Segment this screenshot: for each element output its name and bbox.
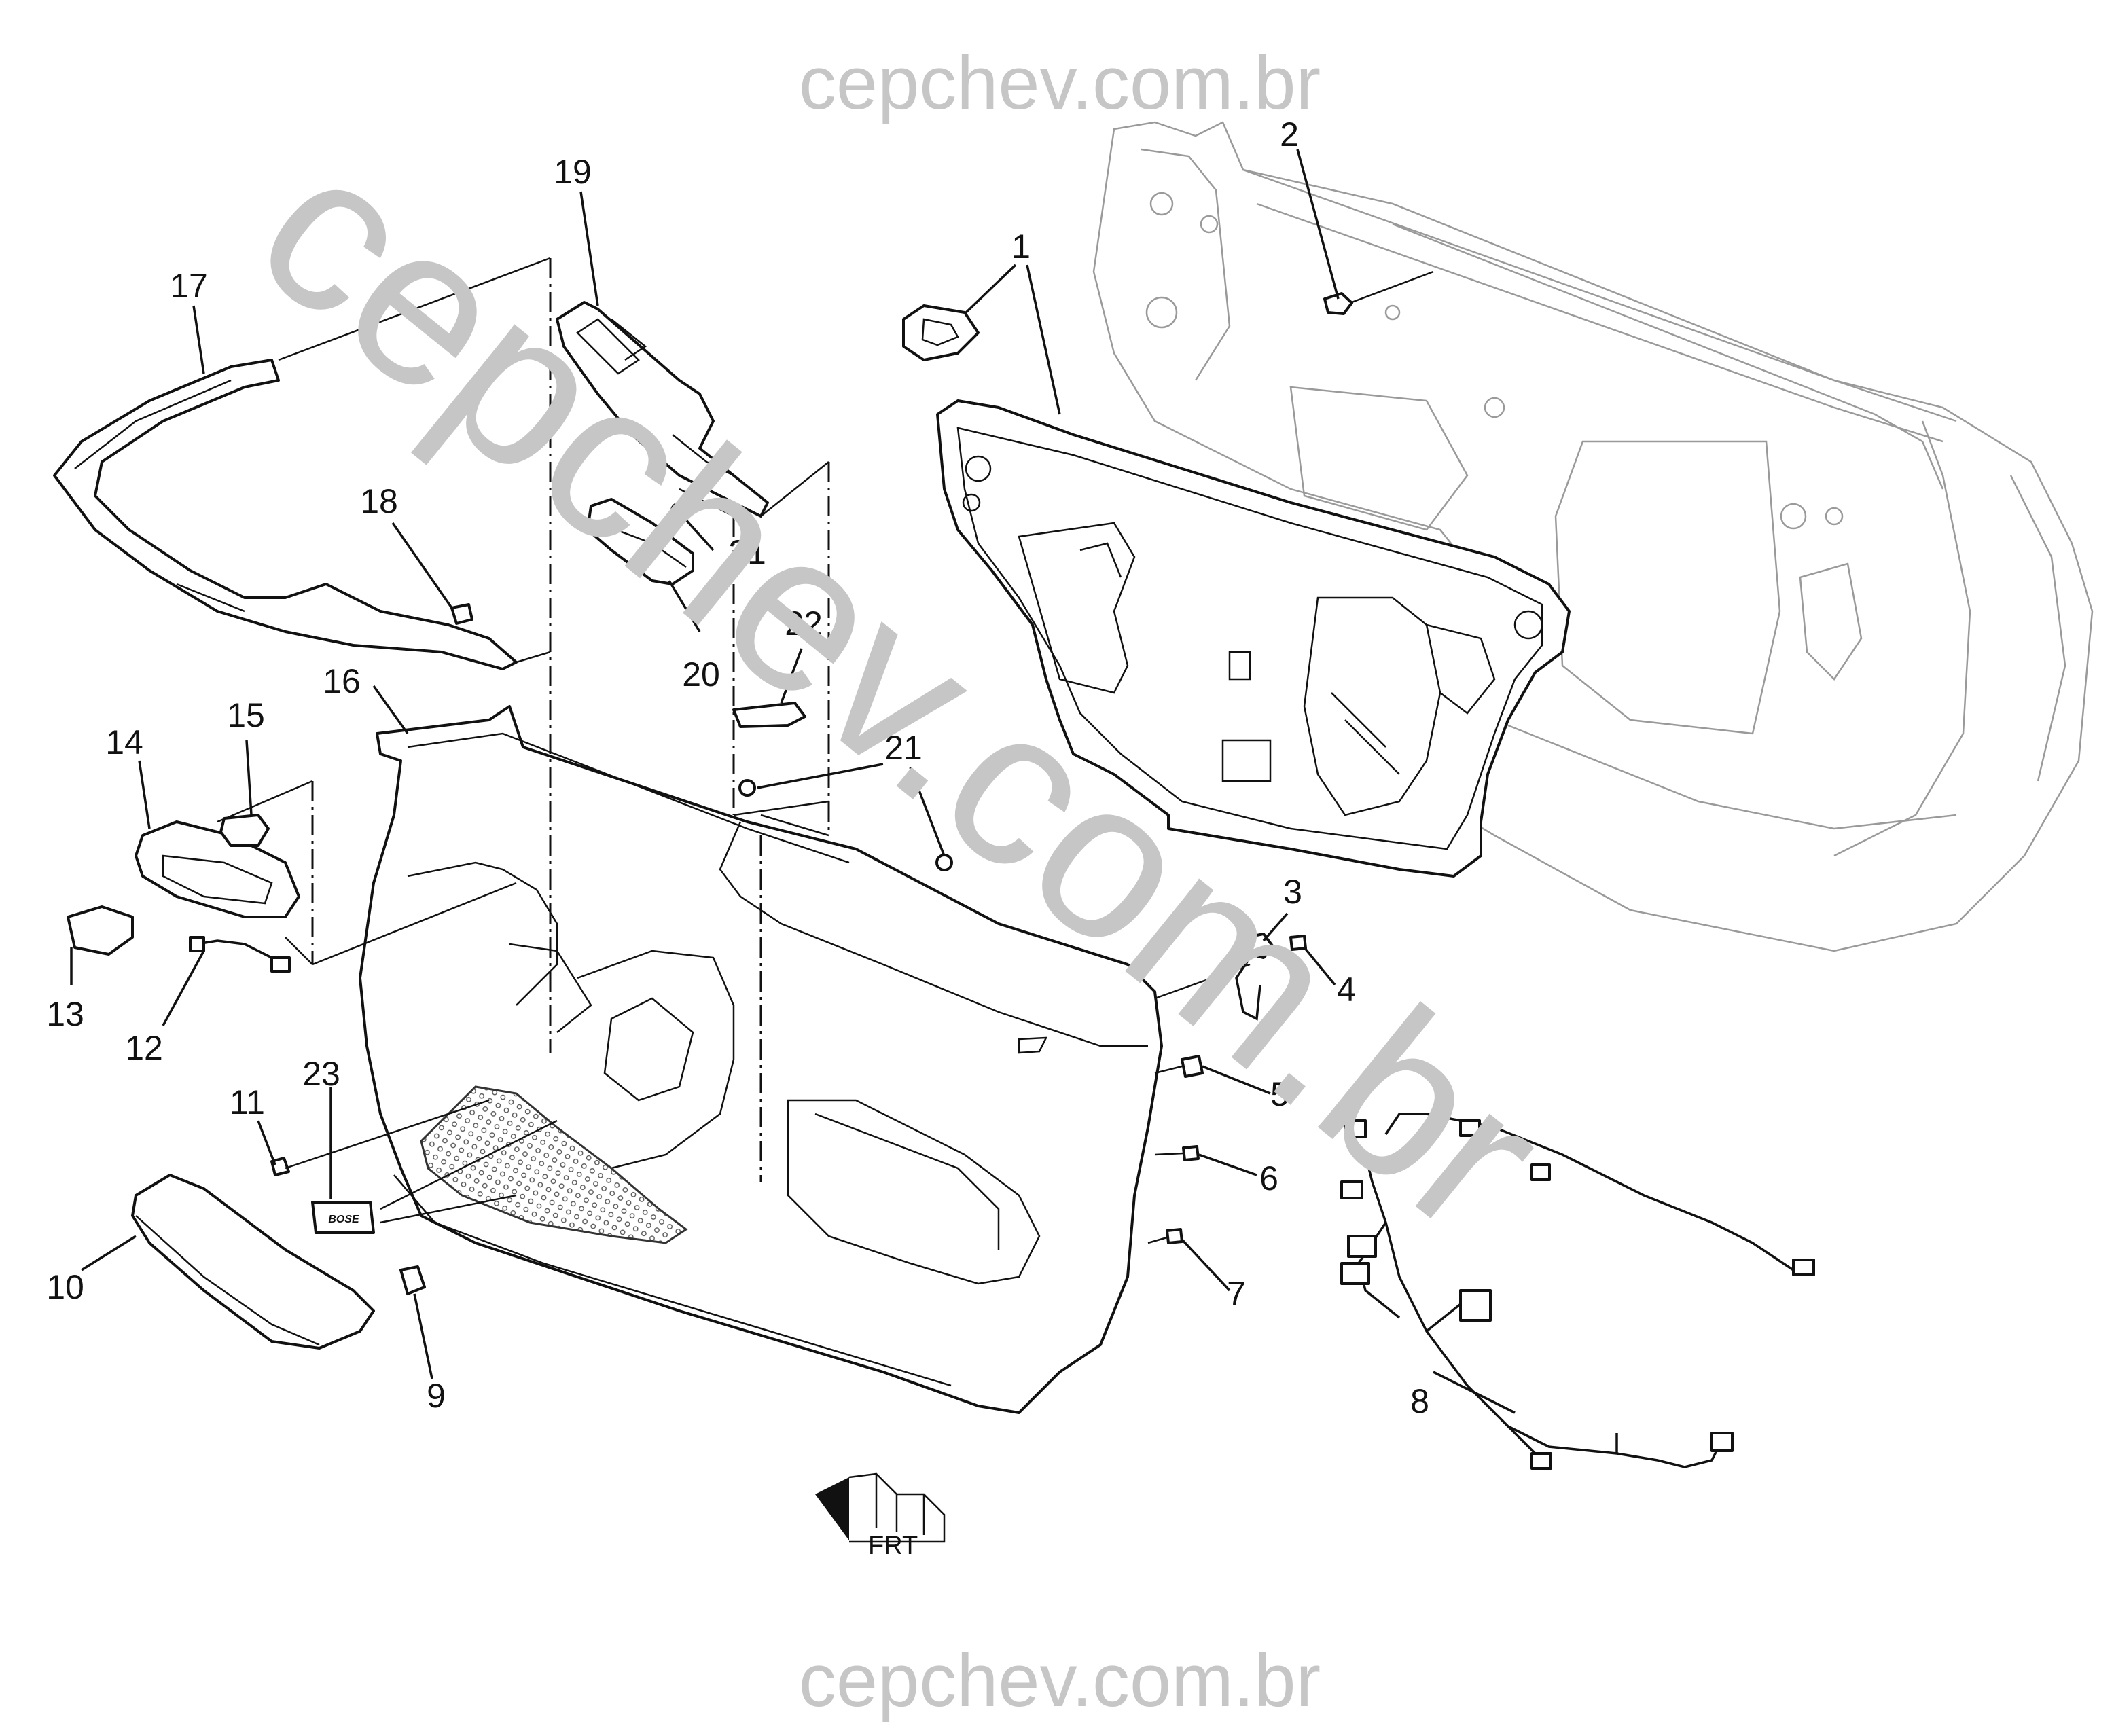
callout-20: 20 [682,655,720,693]
watermark-top: cepchev.com.br [799,41,1321,125]
assembly-dashed-lines [311,258,830,1182]
courtesy-lamp [732,702,806,728]
callout-19: 19 [554,153,592,191]
callout-18: 18 [360,482,398,520]
callout-8: 8 [1410,1382,1429,1420]
screw-21-upper [670,502,688,520]
frt-label: FRT [868,1532,918,1560]
callout-22: 22 [785,604,823,643]
retainer-7 [1166,1228,1183,1244]
callout-11: 11 [230,1083,265,1121]
bose-logo-text: BOSE [328,1214,360,1225]
door-wiring-harness [1340,1113,1815,1470]
callout-6: 6 [1259,1159,1278,1197]
window-switch-bezel [556,301,769,518]
inside-handle-bezel [135,820,300,918]
callout-1: 1 [1011,228,1031,266]
pull-cup-bracket [1245,933,1275,959]
access-hole-plug [902,304,980,361]
bose-badge: BOSE [311,1201,375,1234]
front-direction-arrow-icon: FRT [815,1472,946,1560]
retainer-clip [1323,292,1353,315]
armrest-pad [131,1174,375,1350]
molding-clip [450,603,473,625]
handle-cover [67,905,134,956]
window-switch [586,498,694,585]
callout-leaders [70,149,1516,1414]
callout-10: 10 [46,1268,84,1306]
callout-labels: 1 2 3 4 5 6 7 8 9 10 11 12 13 14 15 16 1… [46,115,1429,1420]
screw-21-lower-a [738,779,756,797]
callout-21-lower: 21 [884,729,922,767]
callout-4: 4 [1337,971,1356,1009]
callout-7: 7 [1227,1275,1246,1313]
upper-trim-molding [53,359,518,670]
door-inner-frame [1092,121,2094,952]
callout-12: 12 [125,1029,163,1067]
callout-3: 3 [1283,873,1302,911]
callout-5: 5 [1270,1075,1289,1113]
retainer-5 [1181,1055,1204,1078]
assembly-thin-lines [217,257,1434,1244]
watermark-bottom: cepchev.com.br [799,1639,1321,1722]
callout-16: 16 [323,662,361,700]
callout-21-upper: 21 [728,533,766,571]
callout-15: 15 [227,696,265,734]
lock-switch [219,814,270,847]
armrest-clip-lower [399,1265,426,1295]
armrest-clip-upper [270,1157,290,1176]
water-deflector-panel [936,399,1571,878]
callout-23: 23 [302,1055,340,1093]
retainer-6 [1182,1145,1200,1161]
callout-9: 9 [427,1377,446,1415]
callout-2: 2 [1280,115,1299,153]
callout-14: 14 [105,723,143,761]
callout-17: 17 [170,267,208,305]
speaker-grille [420,1085,688,1244]
callout-13: 13 [46,995,84,1033]
